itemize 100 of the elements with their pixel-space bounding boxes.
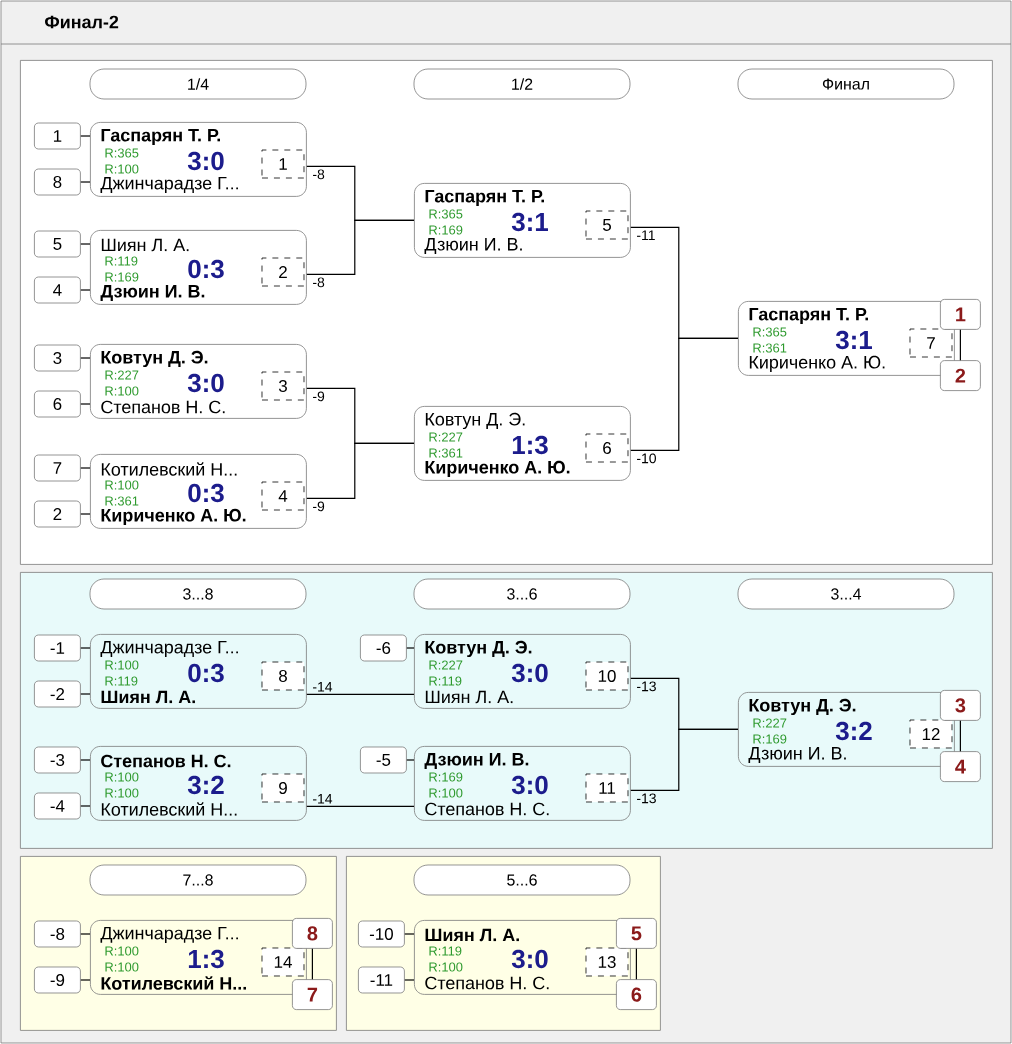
match-box <box>738 692 955 767</box>
player-name: Джинчарадзе Г... <box>100 640 238 658</box>
score: 3:0 <box>187 151 224 171</box>
seed-box: 7 <box>34 454 81 482</box>
seed-box: -6 <box>360 634 407 662</box>
player-name: Гаспарян Т. Р. <box>101 128 220 146</box>
match-number-box: 8 <box>261 661 305 691</box>
seed-box: 1 <box>34 122 81 150</box>
place-box: 4 <box>940 751 981 782</box>
connector-line <box>404 933 415 935</box>
player-name: Ковтун Д. Э. <box>425 412 525 430</box>
place-box: 1 <box>940 299 981 330</box>
place-box: 5 <box>616 918 657 949</box>
player-name: Гаспарян Т. Р. <box>425 189 544 207</box>
connector-line <box>635 948 637 980</box>
match-number-box: 3 <box>261 371 305 401</box>
connector-line <box>80 135 91 137</box>
match-number-box: 14 <box>261 947 305 977</box>
connector-line <box>80 467 91 469</box>
seed-box: 5 <box>34 230 81 258</box>
connector-line <box>404 979 415 981</box>
match-number-box: 11 <box>585 773 629 803</box>
seed-box: 6 <box>34 390 81 418</box>
title: Финал-2 <box>45 15 119 29</box>
player-name: Котилевский Н... <box>101 976 246 990</box>
connector-line <box>959 720 961 752</box>
player-name: Джинчарадзе Г... <box>100 176 238 194</box>
place-box: 8 <box>292 918 333 949</box>
seed-box: -11 <box>358 966 405 994</box>
match-number-box: 12 <box>909 719 953 749</box>
score: 3:0 <box>511 663 548 683</box>
player-name: Степанов Н. С. <box>425 802 549 816</box>
score: 0:3 <box>188 663 224 683</box>
player-name: Степанов Н. С. <box>101 400 225 414</box>
player-name: Дзюин И. В. <box>748 747 846 763</box>
connector-line <box>80 693 91 695</box>
player-name: Дзюин И. В. <box>100 285 205 301</box>
player-name: Степанов Н. С. <box>425 976 549 990</box>
seed-box: -9 <box>34 966 81 994</box>
player-name: Джинчарадзе Г... <box>100 926 238 944</box>
connector-line <box>80 647 91 649</box>
match-number-box: 4 <box>261 481 305 511</box>
player-name: Ковтун Д. Э. <box>749 698 856 716</box>
connector-line <box>959 329 961 361</box>
player-name: Шиян Л. А. <box>101 238 189 252</box>
connector-line <box>80 805 91 807</box>
connector-line <box>406 647 415 649</box>
score: 3:1 <box>511 212 548 232</box>
match-number-box: 5 <box>585 210 629 240</box>
seed-box: 8 <box>34 168 81 196</box>
match-number-box: 10 <box>585 661 629 691</box>
score: 0:3 <box>188 259 224 279</box>
connector-line <box>80 403 91 405</box>
match-number-box: 9 <box>261 773 305 803</box>
seed-box: 4 <box>34 276 81 304</box>
player-name: Кириченко А. Ю. <box>749 355 885 373</box>
score: 3:2 <box>835 721 872 741</box>
place-box: 3 <box>940 690 981 721</box>
match-box <box>414 920 631 995</box>
connector-line <box>80 357 91 359</box>
match-number-box: 1 <box>261 149 305 179</box>
player-name: Котилевский Н... <box>101 802 237 816</box>
connector-line <box>406 759 415 761</box>
player-name: Кириченко А. Ю. <box>101 508 246 526</box>
connector-line <box>306 219 415 275</box>
seed-box: -8 <box>34 920 81 948</box>
score: 3:0 <box>511 775 548 795</box>
connector-line <box>311 948 313 980</box>
seed-box: -4 <box>34 792 81 820</box>
score: 1:3 <box>188 949 224 969</box>
connector-line <box>80 513 91 515</box>
section-panel <box>20 60 993 565</box>
match-number-box: 13 <box>585 947 629 977</box>
connector-line <box>630 728 739 791</box>
place-box: 6 <box>616 979 657 1010</box>
player-name: Шиян Л. А. <box>101 690 195 704</box>
match-number-box: 6 <box>585 433 629 463</box>
seed-box: 3 <box>34 344 81 372</box>
score: 3:1 <box>835 330 872 350</box>
connector-line <box>306 805 415 807</box>
connector-line <box>306 693 415 695</box>
score: 3:0 <box>511 949 548 969</box>
player-name: Кириченко А. Ю. <box>425 460 570 478</box>
match-box <box>90 920 307 995</box>
place-box: 2 <box>940 360 981 391</box>
player-name: Ковтун Д. Э. <box>101 350 208 368</box>
connector-line <box>80 759 91 761</box>
player-name: Котилевский Н... <box>101 462 237 476</box>
connector-line <box>306 442 415 499</box>
player-name: Шиян Л. А. <box>425 690 513 704</box>
connector-line <box>80 933 91 935</box>
player-name: Ковтун Д. Э. <box>425 640 532 658</box>
match-number-box: 7 <box>909 328 953 358</box>
player-name: Дзюин И. В. <box>424 238 522 254</box>
connector-line <box>80 243 91 245</box>
seed-box: -1 <box>34 634 81 662</box>
match-number-box: 2 <box>261 257 305 287</box>
score: 1:3 <box>512 435 548 455</box>
seed-box: -2 <box>34 680 81 708</box>
score: 3:0 <box>187 373 224 393</box>
